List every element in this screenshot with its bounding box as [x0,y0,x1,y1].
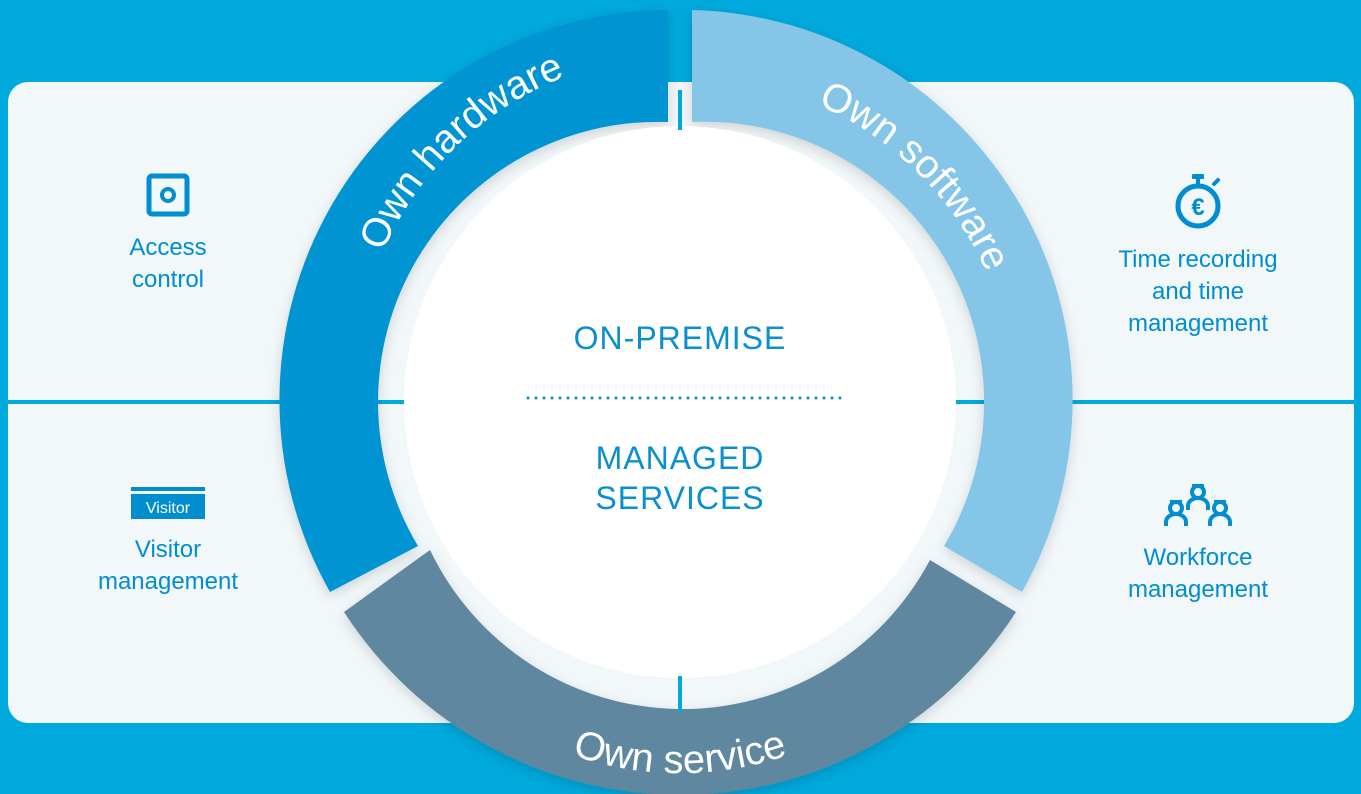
time-recording-label: Time recording and time management [1118,246,1278,337]
feature-time-recording: € Time recording and time management [1078,172,1318,340]
segment-own-service [344,550,1016,794]
svg-text:€: € [1191,194,1204,221]
visitor-badge-icon: Visitor [131,487,205,519]
access-reader-icon [146,173,190,217]
segment-own-hardware [279,10,668,592]
feature-access-control: Access control [48,172,288,296]
center-disc [404,126,956,678]
feature-workforce-management: Workforce management [1078,482,1318,606]
left-divider [8,400,428,404]
feature-visitor-management: Visitor Visitor management [48,486,288,598]
visitor-badge-text: Visitor [146,500,191,517]
managed-services-label: MANAGED SERVICES [595,440,765,516]
visitor-management-label: Visitor management [97,536,239,595]
segment-own-software [692,10,1073,592]
stopwatch-euro-icon: € [1175,174,1221,229]
on-premise-label: ON-PREMISE [573,320,787,356]
workforce-group-icon [1164,484,1232,526]
dotted-separator [524,396,842,400]
workforce-management-label: Workforce management [1127,544,1269,603]
access-control-label: Access control [129,234,207,293]
right-divider [930,400,1354,404]
